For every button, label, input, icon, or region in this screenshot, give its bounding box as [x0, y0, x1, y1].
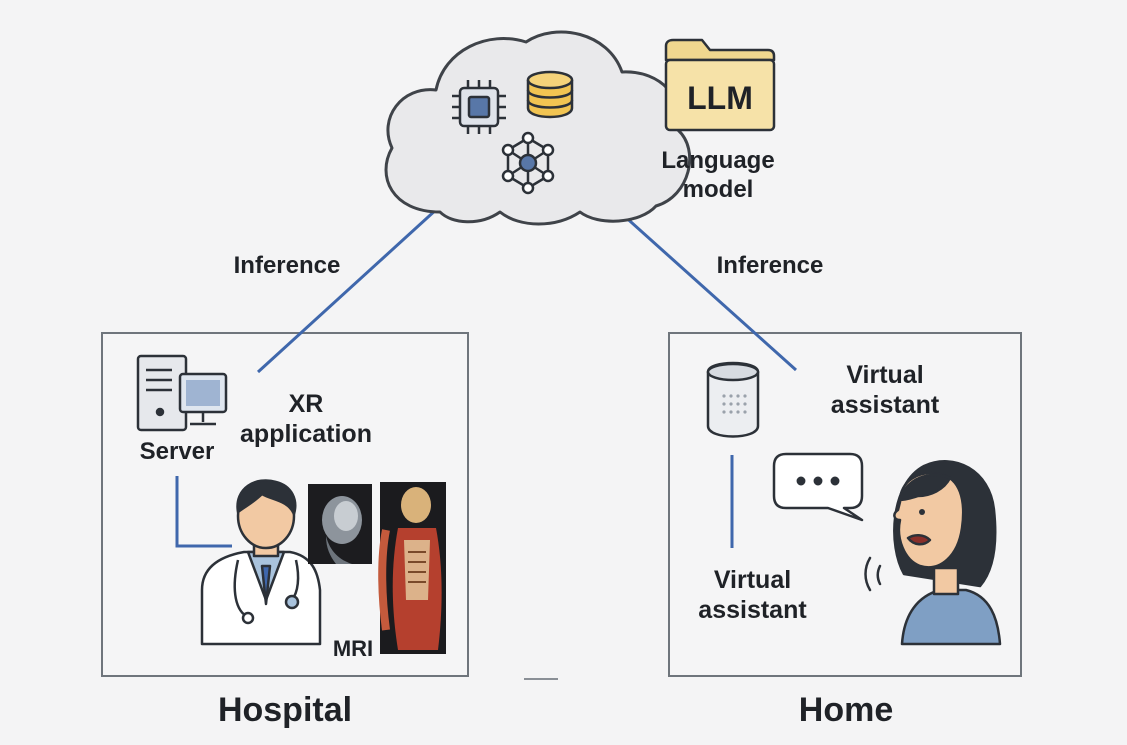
- language-model-label: Language model: [648, 147, 788, 205]
- xr-application-label-line2: application: [240, 420, 372, 448]
- anatomy-body-image: [378, 482, 446, 654]
- server-icon: [136, 354, 228, 432]
- hospital-caption: Hospital: [217, 691, 353, 729]
- virtual-assistant-side-label: Virtual assistant: [670, 565, 835, 625]
- virtual-assistant-top-line1: Virtual: [846, 361, 924, 389]
- server-to-doctor-link: [175, 476, 232, 548]
- xr-application-label: XR application: [226, 389, 386, 449]
- neural-network-icon: [501, 131, 555, 195]
- smart-speaker-icon: [706, 361, 760, 438]
- inference-link-right: [610, 203, 798, 372]
- inference-label-left: Inference: [233, 252, 341, 279]
- woman-icon: [893, 460, 1002, 646]
- home-caption: Home: [798, 691, 894, 729]
- virtual-assistant-top-label: Virtual assistant: [800, 360, 970, 420]
- language-model-label-line2: model: [682, 175, 754, 203]
- database-icon: [526, 70, 574, 119]
- server-label: Server: [139, 438, 215, 465]
- llm-folder-icon: [664, 38, 776, 132]
- mri-label: MRI: [332, 636, 374, 661]
- language-model-label-line1: Language: [661, 147, 775, 174]
- inference-link-left: [256, 206, 440, 374]
- speech-bubble-icon: [772, 452, 864, 522]
- llm-folder-label: LLM: [687, 80, 753, 116]
- virtual-assistant-side-line2: assistant: [698, 596, 807, 624]
- doctor-icon: [200, 479, 322, 646]
- mri-head-scan-image: [308, 484, 372, 564]
- cpu-chip-icon: [452, 80, 506, 134]
- cloud-icon: [384, 30, 692, 226]
- sound-waves-icon: [864, 556, 882, 592]
- inference-label-right: Inference: [716, 252, 824, 279]
- virtual-assistant-side-line1: Virtual: [713, 566, 792, 594]
- xr-application-label-line1: XR: [288, 390, 324, 418]
- virtual-assistant-top-line2: assistant: [830, 391, 940, 419]
